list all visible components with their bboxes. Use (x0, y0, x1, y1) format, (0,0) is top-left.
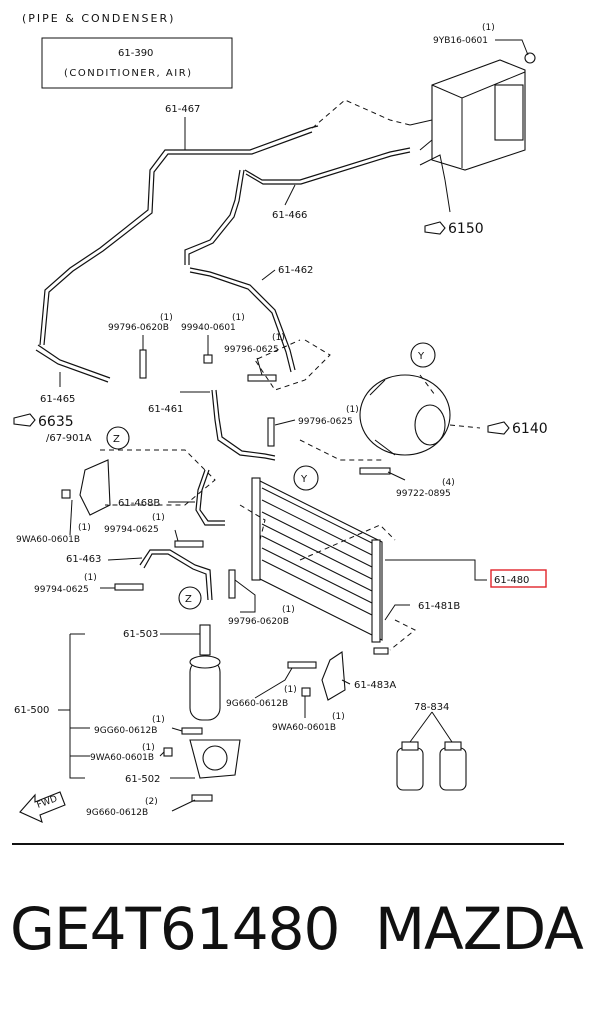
drier-bracket (189, 739, 241, 779)
callout-61-466: 61-466 (272, 210, 307, 221)
callout-6150: 6150 (448, 221, 484, 237)
callout-61-503: 61-503 (123, 629, 158, 640)
callout-61-502: 61-502 (125, 774, 160, 785)
marker-z-drier (178, 586, 202, 610)
hand-icon-6150 (424, 221, 446, 235)
callout-99794-a-code: 99794-0625 (104, 525, 159, 535)
callout-61-467: 61-467 (165, 104, 200, 115)
caps-78-834 (396, 711, 467, 791)
callout-99794-b-qty: (1) (84, 573, 97, 583)
callout-67-901a: /67-901A (46, 433, 92, 444)
hvac-unit (409, 52, 536, 181)
callout-99796-0625-a-qty: (1) (272, 333, 285, 343)
pipe-61-463 (139, 549, 213, 601)
reference-box (41, 37, 233, 89)
callout-99794-b-code: 99794-0625 (34, 585, 89, 595)
callout-61-468b: 61-468B (118, 498, 160, 509)
callout-9yb16-code: 9YB16-0601 (433, 36, 488, 46)
reference-text: (CONDITIONER, AIR) (64, 68, 193, 79)
pipe-61-465 (37, 344, 111, 379)
callout-6635: 6635 (38, 414, 74, 430)
svg-text:Z: Z (185, 594, 192, 605)
callout-61-465: 61-465 (40, 394, 75, 405)
svg-text:Z: Z (113, 434, 120, 445)
leader-lines (58, 39, 529, 812)
callout-78-834: 78-834 (414, 702, 449, 713)
bracket-61-483a (321, 651, 346, 701)
svg-text:Y: Y (417, 351, 425, 362)
bracket-67-901a (79, 459, 111, 516)
callout-99722-qty: (4) (442, 478, 455, 488)
svg-text:Y: Y (300, 474, 308, 485)
marker-y-pipe (293, 465, 319, 491)
highlight-box-61-480 (490, 569, 547, 588)
callout-9g660-mid-code: 9G660-0612B (226, 699, 288, 709)
callout-99940-code: 99940-0601 (181, 323, 236, 333)
callout-99796-0620b-top-code: 99796-0620B (108, 323, 169, 333)
marker-z-left (106, 426, 130, 450)
callout-9wa60-left-code: 9WA60-0601B (16, 535, 80, 545)
part-number: GE4T61480 (10, 895, 340, 963)
marker-y-compressor (410, 342, 436, 368)
pipe-61-466 (184, 169, 241, 265)
callout-9gg60-qty: (1) (152, 715, 165, 725)
hand-icon-6635 (13, 413, 36, 427)
callout-9wa60-low-qty: (1) (142, 743, 155, 753)
callout-99794-a-qty: (1) (152, 513, 165, 523)
condenser (251, 477, 383, 643)
callout-9wa60-mid-code: 9WA60-0601B (272, 723, 336, 733)
callout-99940-qty: (1) (232, 313, 245, 323)
pipe-61-467 (39, 125, 319, 346)
pipe-61-468b (195, 469, 225, 526)
callout-9wa60-mid-qty: (1) (332, 712, 345, 722)
callout-61-462: 61-462 (278, 265, 313, 276)
section-title: (PIPE & CONDENSER) (22, 12, 175, 25)
callout-99722-code: 99722-0895 (396, 489, 451, 499)
pipe-61-462 (189, 267, 296, 371)
callout-9yb16-qty: (1) (482, 23, 495, 33)
brand-name: MAZDA (375, 895, 584, 963)
divider (12, 843, 564, 845)
caption-area: GE4T61480 MAZDA (0, 843, 600, 1011)
callout-99796-0620b-top-qty: (1) (160, 313, 173, 323)
callout-61-500: 61-500 (14, 705, 49, 716)
callout-9gg60-code: 9GG60-0612B (94, 726, 157, 736)
callout-9g660-mid-qty: (1) (284, 685, 297, 695)
reference-code: 61-390 (118, 48, 153, 59)
callout-9g660-low-qty: (2) (145, 797, 158, 807)
callout-99796-0625-b-qty: (1) (346, 405, 359, 415)
parts-diagram: (PIPE & CONDENSER) 61-390 (CONDITIONER, … (13, 12, 548, 823)
callout-61-481b: 61-481B (418, 601, 460, 612)
callout-61-461: 61-461 (148, 404, 183, 415)
receiver-drier (189, 624, 221, 721)
callout-9wa60-left-qty: (1) (78, 523, 91, 533)
callout-6140: 6140 (512, 421, 548, 437)
callout-99796-0620b-low-qty: (1) (282, 605, 295, 615)
compressor (359, 374, 451, 456)
callout-61-483a: 61-483A (354, 680, 396, 691)
callout-61-480: 61-480 (494, 575, 529, 586)
callout-61-463: 61-463 (66, 554, 101, 565)
hand-icon-6140 (487, 421, 510, 435)
callout-9wa60-low-code: 9WA60-0601B (90, 753, 154, 763)
pipe-61-461 (211, 389, 276, 461)
callout-9g660-low-code: 9G660-0612B (86, 808, 148, 818)
callout-99796-0625-b-code: 99796-0625 (298, 417, 353, 427)
callout-99796-0625-a-code: 99796-0625 (224, 345, 279, 355)
fwd-arrow: FWD (19, 791, 66, 823)
callout-99796-0620b-low-code: 99796-0620B (228, 617, 289, 627)
